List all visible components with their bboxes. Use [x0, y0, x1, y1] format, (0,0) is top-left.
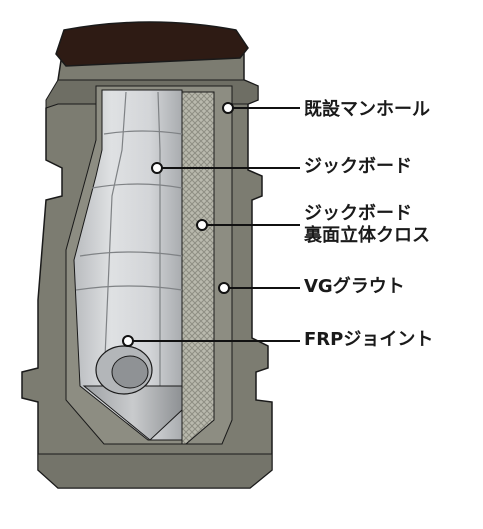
- leader-dot-joint: [122, 335, 134, 347]
- label-back-cloth-line1: ジックボード: [304, 203, 412, 224]
- label-back-cloth: ジックボード 裏面立体クロス: [304, 203, 430, 247]
- manhole-base-slab: [37, 453, 273, 489]
- back-cloth-layer: [181, 91, 215, 445]
- leader-dot-board: [151, 162, 163, 174]
- board-cone-bottom: [82, 385, 183, 441]
- leader-dot-cloth: [196, 219, 208, 231]
- label-existing-manhole: 既設マンホール: [304, 99, 430, 120]
- label-frp-joint: FRPジョイント: [304, 329, 434, 350]
- manhole-cap: [55, 21, 249, 67]
- label-vg-grout: VGグラウト: [304, 276, 405, 297]
- jick-board-lining: [73, 89, 183, 441]
- frp-joint-opening: [95, 345, 153, 395]
- label-jick-board: ジックボード: [304, 156, 412, 177]
- leader-dot-manhole: [222, 102, 234, 114]
- leader-dot-grout: [218, 282, 230, 294]
- label-back-cloth-line2: 裏面立体クロス: [304, 225, 430, 246]
- callout-leaders: [122, 102, 300, 347]
